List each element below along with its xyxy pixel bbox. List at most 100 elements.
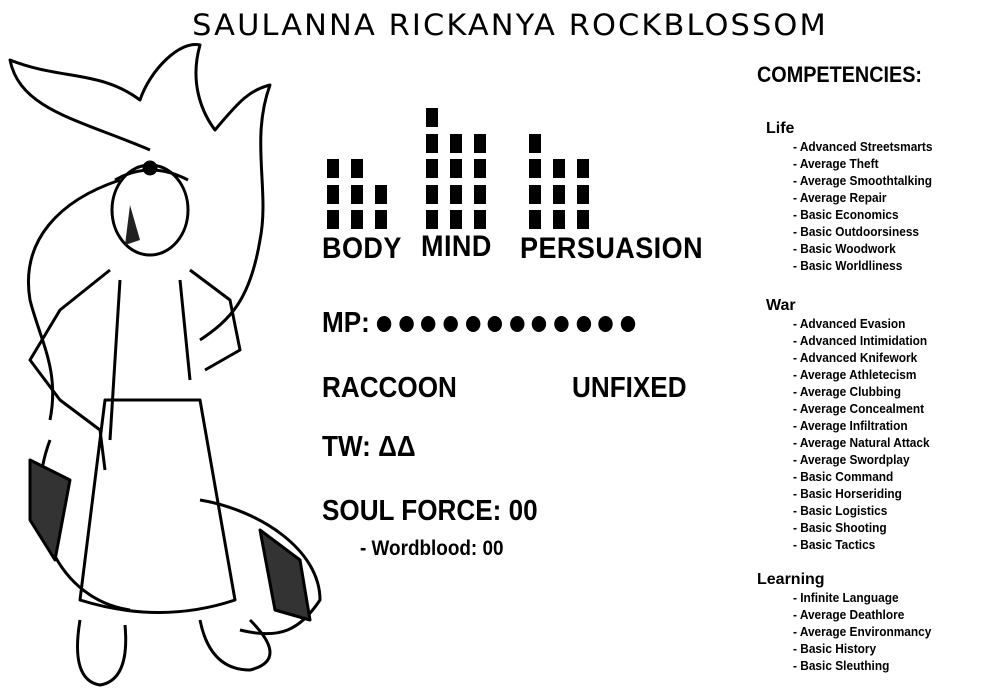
mp-dot — [532, 316, 547, 333]
stat-block-mind — [426, 159, 438, 178]
stat-block-body — [327, 184, 339, 204]
stat-label-mind: MIND — [421, 230, 492, 263]
stat-block-persuasion — [553, 210, 565, 229]
stat-block-body — [375, 210, 387, 229]
fix-status-label: UNFIXED — [572, 372, 687, 404]
competency-item: - Basic Shooting — [793, 521, 887, 535]
stat-block-persuasion — [577, 184, 589, 204]
stat-block-persuasion — [553, 159, 565, 178]
jacket-outline — [28, 268, 242, 471]
competency-category-learning: Learning — [757, 571, 825, 588]
competency-item: - Average Deathlore — [793, 608, 905, 622]
species-label: RACCOON — [322, 372, 457, 404]
soul-force-value: 00 — [508, 495, 538, 527]
mp-dot — [465, 316, 481, 333]
stat-block-body — [351, 159, 363, 178]
competency-item: - Average Athletecism — [793, 368, 917, 382]
competency-item: - Advanced Streetsmarts — [793, 140, 933, 154]
stat-block-persuasion — [529, 159, 541, 178]
wordblood-row: - Wordblood: 00 — [360, 537, 504, 561]
competency-item: - Basic Woodwork — [793, 242, 896, 256]
competency-category-life: Life — [766, 120, 795, 137]
competency-item: - Basic Outdoorsiness — [793, 225, 920, 239]
face-outline — [110, 163, 190, 257]
stat-block-body — [327, 210, 339, 229]
competency-item: - Basic Economics — [793, 208, 899, 222]
mp-dot — [509, 316, 525, 333]
competency-item: - Average Theft — [793, 157, 879, 171]
competency-item: - Average Clubbing — [793, 385, 901, 399]
stat-block-body — [351, 184, 363, 204]
competency-item: - Advanced Evasion — [793, 317, 906, 331]
character-name-title: SAULANNA RICKANYA ROCKBLOSSOM — [192, 8, 828, 42]
competency-item: - Average Concealment — [793, 402, 925, 416]
stat-block-mind — [474, 159, 486, 178]
stat-block-persuasion — [529, 133, 541, 153]
mp-label: MP: — [322, 307, 370, 339]
wordblood-value: 00 — [482, 537, 504, 560]
stat-block-mind — [426, 210, 438, 229]
soul-force-label: SOUL FORCE: — [322, 495, 502, 527]
competency-item: - Advanced Intimidation — [793, 334, 928, 348]
mp-dots — [377, 307, 643, 339]
sandal-left — [76, 619, 128, 687]
competency-item: - Basic Horseriding — [793, 487, 902, 501]
skirt-outline — [78, 398, 237, 614]
soul-force-row: SOUL FORCE: 00 — [322, 495, 538, 528]
mp-dot — [399, 316, 414, 333]
competency-item: - Basic Logistics — [793, 504, 888, 518]
stat-block-mind — [474, 210, 486, 229]
mp-dot — [576, 316, 591, 333]
stat-block-body — [327, 159, 339, 178]
stat-block-mind — [426, 108, 438, 127]
character-illustration — [8, 43, 322, 687]
competency-item: - Basic History — [793, 642, 877, 656]
competencies-title: COMPETENCIES: — [757, 62, 923, 87]
tail-stripe — [28, 458, 312, 622]
wordblood-label: - Wordblood: — [360, 537, 478, 560]
tw-value: ΔΔ — [378, 431, 416, 463]
mp-dot — [620, 316, 635, 333]
stat-label-persuasion: PERSUASION — [520, 232, 704, 265]
competency-item: - Infinite Language — [793, 591, 899, 605]
mp-dot — [554, 316, 569, 333]
mp-dot — [377, 316, 392, 333]
stat-block-body — [375, 184, 387, 204]
competency-item: - Average Infiltration — [793, 419, 908, 433]
competency-item: - Advanced Knifework — [793, 351, 918, 365]
competency-item: - Basic Sleuthing — [793, 659, 890, 673]
competency-category-war: War — [766, 297, 796, 314]
mp-dot — [487, 316, 503, 333]
mp-dot — [598, 316, 613, 333]
stat-block-mind — [474, 184, 486, 204]
stat-block-mind — [450, 133, 462, 153]
stat-block-persuasion — [577, 210, 589, 229]
mp-row: MP: — [322, 307, 643, 340]
stat-block-mind — [450, 210, 462, 229]
stat-block-persuasion — [529, 210, 541, 229]
stat-block-persuasion — [529, 184, 541, 204]
competency-item: - Basic Worldliness — [793, 259, 903, 273]
sandal-right — [198, 618, 272, 672]
stat-label-body: BODY — [322, 232, 402, 265]
stat-block-mind — [450, 159, 462, 178]
competency-item: - Average Environmancy — [793, 625, 932, 639]
mp-dot — [443, 316, 458, 333]
hair-outline — [8, 43, 272, 421]
competency-item: - Average Repair — [793, 191, 887, 205]
stat-block-mind — [474, 133, 486, 153]
competency-item: - Average Swordplay — [793, 453, 910, 467]
stat-block-mind — [450, 184, 462, 204]
stat-block-mind — [426, 184, 438, 204]
stat-block-mind — [426, 133, 438, 153]
stat-block-persuasion — [577, 159, 589, 178]
tw-label: TW: — [322, 431, 371, 463]
mp-dot — [421, 316, 436, 333]
stat-block-body — [351, 210, 363, 229]
stat-block-persuasion — [553, 184, 565, 204]
competency-item: - Basic Command — [793, 470, 894, 484]
tw-row: TW: ΔΔ — [322, 431, 416, 464]
competency-item: - Average Natural Attack — [793, 436, 930, 450]
competency-item: - Average Smoothtalking — [793, 174, 933, 188]
competency-item: - Basic Tactics — [793, 538, 876, 552]
